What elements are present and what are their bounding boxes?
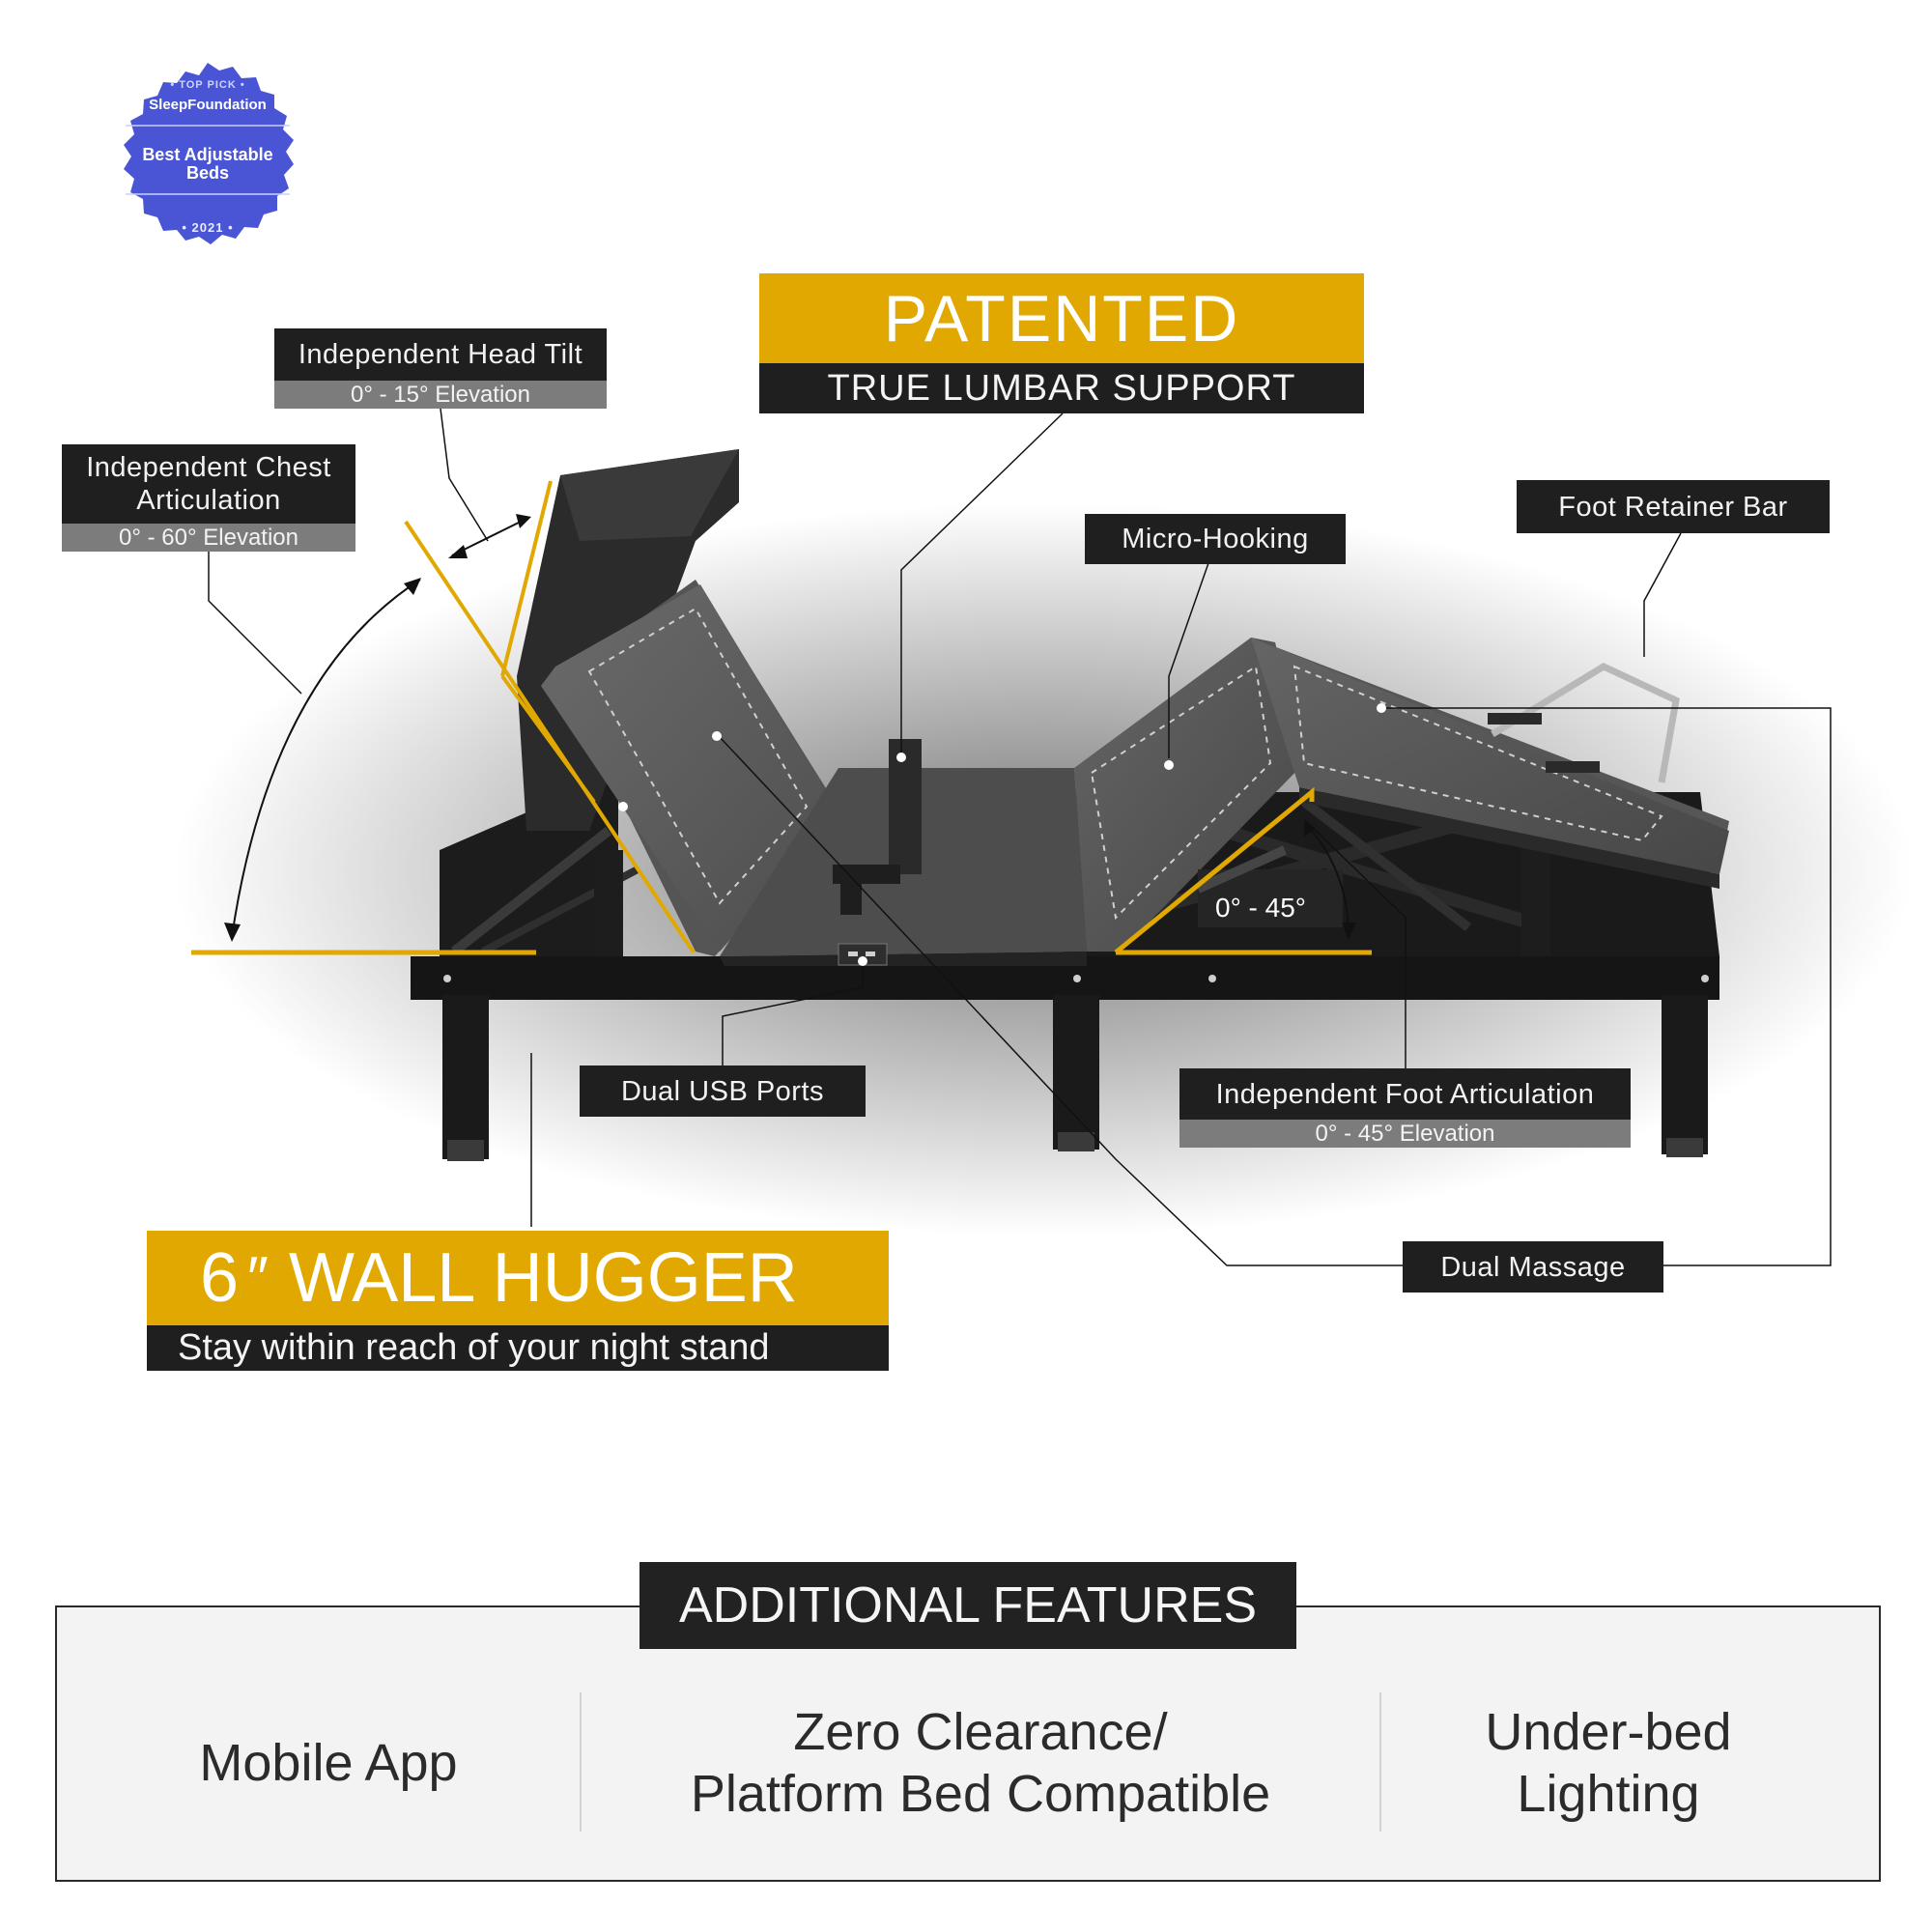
chest-articulation-range: 0° - 60° Elevation [62, 524, 355, 552]
badge-title-line2: Beds [185, 163, 229, 183]
wall-hugger-number: 6 [200, 1239, 240, 1317]
feature-mobile-app-line1: Mobile App [199, 1734, 458, 1792]
micro-hooking-label: Micro-Hooking [1085, 514, 1346, 564]
feature-mobile-app: Mobile App [77, 1690, 580, 1835]
additional-features-title: ADDITIONAL FEATURES [639, 1562, 1296, 1649]
chest-label-line2: Articulation [136, 485, 281, 516]
feature-under-bed-lighting: Under-bed Lighting [1391, 1690, 1826, 1835]
dual-massage-label: Dual Massage [1403, 1241, 1663, 1293]
wall-hugger-unit: ″ [244, 1244, 266, 1312]
feature-under-bed-line2: Lighting [1517, 1765, 1700, 1823]
badge-top-pick: • TOP PICK • [170, 79, 245, 91]
badge-brand: SleepFoundation [149, 97, 267, 113]
badge-seal-icon [124, 63, 294, 244]
badge-year: • 2021 • [182, 220, 234, 235]
feature-zero-clearance: Zero Clearance/ Platform Bed Compatible [599, 1690, 1362, 1835]
feature-divider [580, 1692, 582, 1832]
foot-articulation-range: 0° - 45° Elevation [1179, 1120, 1631, 1148]
badge-title: Best Adjustable Beds [106, 146, 309, 183]
chest-articulation-label: Independent Chest Articulation [62, 444, 355, 524]
wall-hugger-text: WALL HUGGER [289, 1239, 798, 1317]
dual-usb-ports-label: Dual USB Ports [580, 1065, 866, 1117]
feature-divider [1379, 1692, 1381, 1832]
additional-features-panel [55, 1605, 1881, 1882]
lumbar-support-subline: TRUE LUMBAR SUPPORT [759, 363, 1364, 413]
wall-hugger-subline: Stay within reach of your night stand [147, 1325, 889, 1371]
patented-headline: PATENTED [759, 273, 1364, 363]
wall-hugger-headline: 6 ″ WALL HUGGER [147, 1231, 889, 1325]
feature-zero-clearance-line2: Platform Bed Compatible [690, 1765, 1271, 1823]
badge-title-line1: Best Adjustable [142, 145, 273, 164]
foot-articulation-label: Independent Foot Articulation [1179, 1068, 1631, 1120]
chest-label-line1: Independent Chest [86, 452, 331, 483]
foot-retainer-bar-label: Foot Retainer Bar [1517, 480, 1830, 533]
head-tilt-range: 0° - 15° Elevation [274, 381, 607, 409]
foot-angle-label: 0° - 45° [1215, 893, 1306, 923]
sleepfoundation-award-badge: • TOP PICK • SleepFoundation Best Adjust… [106, 53, 309, 256]
feature-under-bed-line1: Under-bed [1485, 1703, 1732, 1761]
feature-zero-clearance-line1: Zero Clearance/ [793, 1703, 1168, 1761]
head-tilt-label: Independent Head Tilt [274, 328, 607, 381]
